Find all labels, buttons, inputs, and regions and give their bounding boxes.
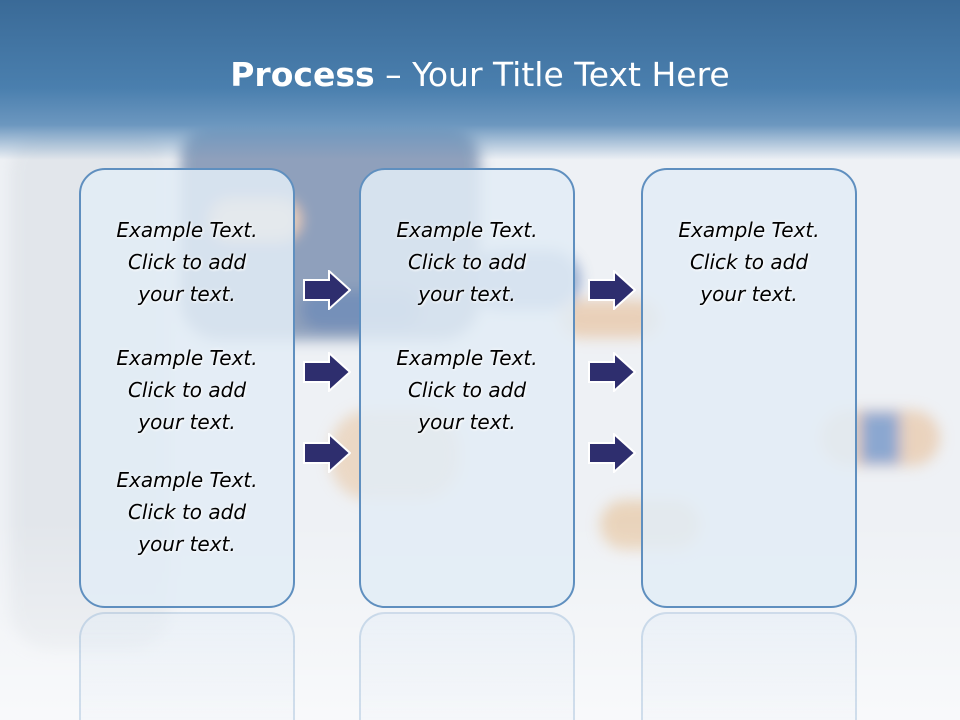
text-line: your text. [138,410,236,434]
right-arrow-icon[interactable] [303,270,351,310]
text-line: Example Text. [396,218,538,242]
text-line: Click to add [407,250,527,274]
right-arrow-icon[interactable] [588,433,636,473]
right-arrow-icon[interactable] [588,270,636,310]
title-rest: – Your Title Text Here [374,55,730,94]
text-line: Click to add [127,250,247,274]
text-line: Click to add [127,500,247,524]
text-item[interactable]: Example Text. Click to add your text. [81,214,293,310]
text-line: Example Text. [116,346,258,370]
text-line: Click to add [407,378,527,402]
title-bar [0,0,960,160]
process-box-2[interactable]: Example Text. Click to add your text. Ex… [359,168,575,608]
box-reflection [641,612,857,720]
slide-title[interactable]: Process – Your Title Text Here [0,52,960,98]
text-line: your text. [418,282,516,306]
text-item[interactable]: Example Text. Click to add your text. [643,214,855,310]
text-line: Click to add [127,378,247,402]
text-line: Example Text. [396,346,538,370]
text-line: your text. [138,532,236,556]
process-box-1[interactable]: Example Text. Click to add your text. Ex… [79,168,295,608]
text-item[interactable]: Example Text. Click to add your text. [81,464,293,560]
text-line: Example Text. [116,468,258,492]
right-arrow-icon[interactable] [303,433,351,473]
box-reflection [359,612,575,720]
text-item[interactable]: Example Text. Click to add your text. [361,342,573,438]
text-line: Click to add [689,250,809,274]
box-reflection [79,612,295,720]
text-line: your text. [418,410,516,434]
text-line: your text. [700,282,798,306]
text-line: Example Text. [678,218,820,242]
text-line: your text. [138,282,236,306]
text-item[interactable]: Example Text. Click to add your text. [81,342,293,438]
process-box-3[interactable]: Example Text. Click to add your text. [641,168,857,608]
text-line: Example Text. [116,218,258,242]
text-item[interactable]: Example Text. Click to add your text. [361,214,573,310]
title-bold: Process [230,55,375,94]
right-arrow-icon[interactable] [588,352,636,392]
right-arrow-icon[interactable] [303,352,351,392]
